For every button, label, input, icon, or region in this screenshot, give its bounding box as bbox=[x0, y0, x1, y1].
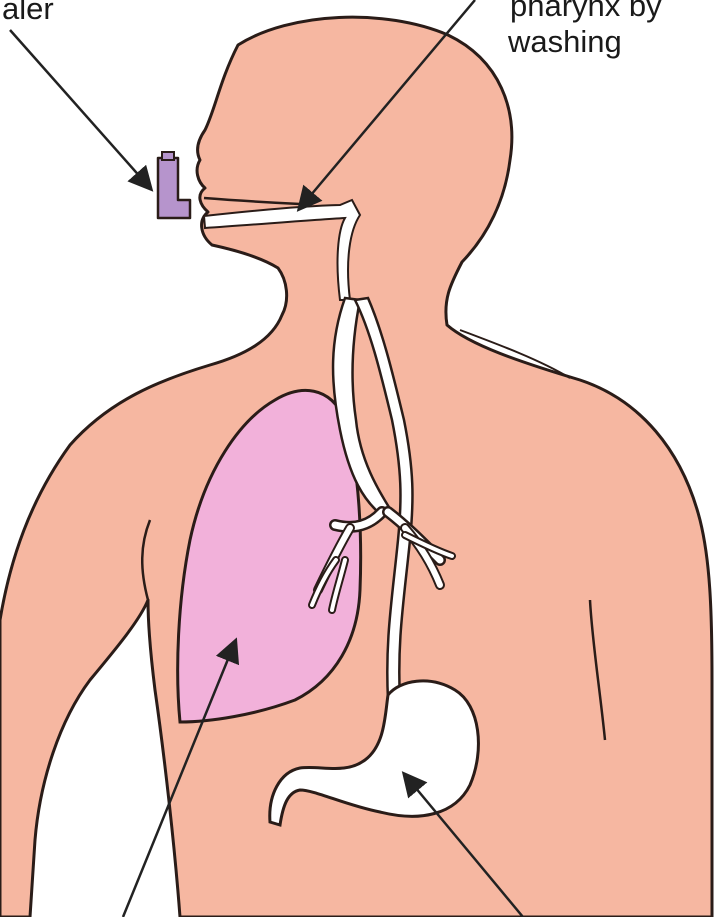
inhaler-label: aler bbox=[2, 0, 54, 24]
pharynx-label-line1: pharynx by bbox=[510, 0, 662, 21]
arrow-inhaler bbox=[10, 30, 150, 188]
pharynx-label-line2: washing bbox=[508, 26, 622, 57]
inhaler-icon bbox=[158, 152, 190, 218]
